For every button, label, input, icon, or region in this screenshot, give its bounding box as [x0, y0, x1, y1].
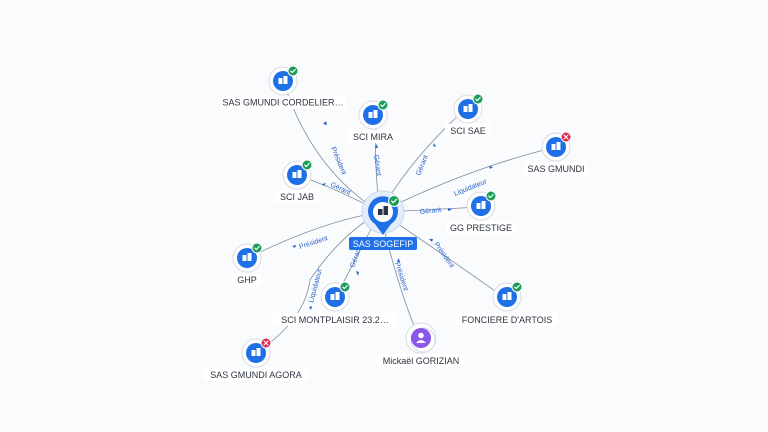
- edge-label-ghp: Président: [298, 235, 328, 251]
- node-label: SCI MIRA: [353, 132, 393, 142]
- company-node-circle: [363, 105, 383, 125]
- edge-arrow: [309, 306, 312, 310]
- node-label: FONCIERE D'ARTOIS: [462, 315, 552, 325]
- node-gmundi[interactable]: SAS GMUNDI: [524, 131, 588, 175]
- building-icon: [476, 201, 486, 209]
- node-mira[interactable]: SCI MIRA: [347, 99, 399, 143]
- node-gorizian[interactable]: Mickaël GORIZIAN: [377, 322, 465, 367]
- edge-label-cordeliers: Président: [329, 146, 347, 176]
- edge-arrow: [448, 208, 452, 211]
- building-icon: [368, 110, 378, 118]
- person-icon: [416, 332, 426, 343]
- edge-arrow: [356, 271, 359, 276]
- active-status-icon: [251, 242, 263, 254]
- node-label: GHP: [237, 275, 257, 285]
- edge-label-mira: Gérant: [372, 154, 382, 176]
- building-icon: [502, 292, 512, 300]
- company-node-circle: [471, 196, 491, 216]
- active-status-icon: [388, 195, 400, 207]
- active-status-icon: [511, 281, 523, 293]
- building-icon: [292, 170, 302, 178]
- edge-agora[interactable]: Liquidateur: [255, 211, 381, 354]
- building-icon: [330, 292, 340, 300]
- building-icon: [251, 348, 261, 356]
- node-ggprestige[interactable]: GG PRESTIGE: [446, 190, 516, 234]
- node-label: SAS GMUNDI: [527, 164, 584, 174]
- company-node-circle: [246, 343, 266, 363]
- company-node-circle: [458, 99, 478, 119]
- active-status-icon: [472, 93, 484, 105]
- edge-label-jab: Gérant: [329, 181, 351, 196]
- edge-gmundi[interactable]: Liquidateur: [379, 147, 553, 213]
- active-status-icon: [377, 99, 389, 111]
- node-label: SAS GMUNDI AGORA: [210, 370, 302, 380]
- company-node-circle: [546, 137, 566, 157]
- edge-label-ggprestige: Gérant: [419, 207, 441, 216]
- building-icon: [378, 206, 388, 215]
- active-status-icon: [287, 65, 299, 77]
- node-agora[interactable]: SAS GMUNDI AGORA: [203, 337, 309, 381]
- company-node-circle: [273, 71, 293, 91]
- edge-label-sae: Gérant: [415, 154, 430, 177]
- node-label: GG PRESTIGE: [450, 223, 512, 233]
- node-montplaisir[interactable]: SCI MONTPLAISIR 23.2…: [273, 281, 397, 326]
- edge-arrow: [429, 239, 433, 242]
- building-icon: [551, 142, 561, 150]
- node-cordeliers[interactable]: SAS GMUNDI CORDELIER…: [220, 65, 346, 109]
- node-label: SCI SAE: [450, 126, 486, 136]
- node-foncierearthois[interactable]: FONCIERE D'ARTOIS: [456, 281, 558, 326]
- edge-arrow: [397, 258, 400, 262]
- company-node-circle: [237, 248, 257, 268]
- center-label-tag: [349, 237, 417, 250]
- node-label: Mickaël GORIZIAN: [383, 356, 460, 366]
- node-label: SCI MONTPLAISIR 23.2…: [281, 315, 389, 325]
- building-icon: [278, 76, 288, 84]
- company-node-circle: [287, 165, 307, 185]
- active-status-icon: [301, 159, 313, 171]
- center-label: SAS SOGEFIP: [353, 239, 414, 249]
- company-node-circle: [325, 287, 345, 307]
- building-icon: [463, 104, 473, 112]
- node-ghp[interactable]: GHP: [232, 242, 263, 286]
- closed-status-icon: [560, 131, 572, 143]
- node-jab[interactable]: SCI JAB: [275, 159, 319, 203]
- edge-label-gorizian: Président: [393, 261, 409, 291]
- edge-arrow: [322, 183, 326, 186]
- edge-arrow: [375, 144, 378, 148]
- edge-arrow: [292, 245, 296, 248]
- node-label: SCI JAB: [280, 192, 314, 202]
- building-icon: [242, 253, 252, 261]
- company-node-circle: [497, 287, 517, 307]
- center-node[interactable]: SAS SOGEFIP: [349, 190, 417, 250]
- edge-label-foncierearthois: Président: [432, 241, 455, 269]
- edge-arrow: [489, 166, 493, 169]
- edge-arrow: [433, 143, 436, 147]
- closed-status-icon: [260, 337, 272, 349]
- active-status-icon: [339, 281, 351, 293]
- edge-arrow: [323, 121, 327, 125]
- node-sae[interactable]: SCI SAE: [445, 93, 491, 137]
- node-label: SAS GMUNDI CORDELIER…: [222, 98, 343, 108]
- active-status-icon: [485, 190, 497, 202]
